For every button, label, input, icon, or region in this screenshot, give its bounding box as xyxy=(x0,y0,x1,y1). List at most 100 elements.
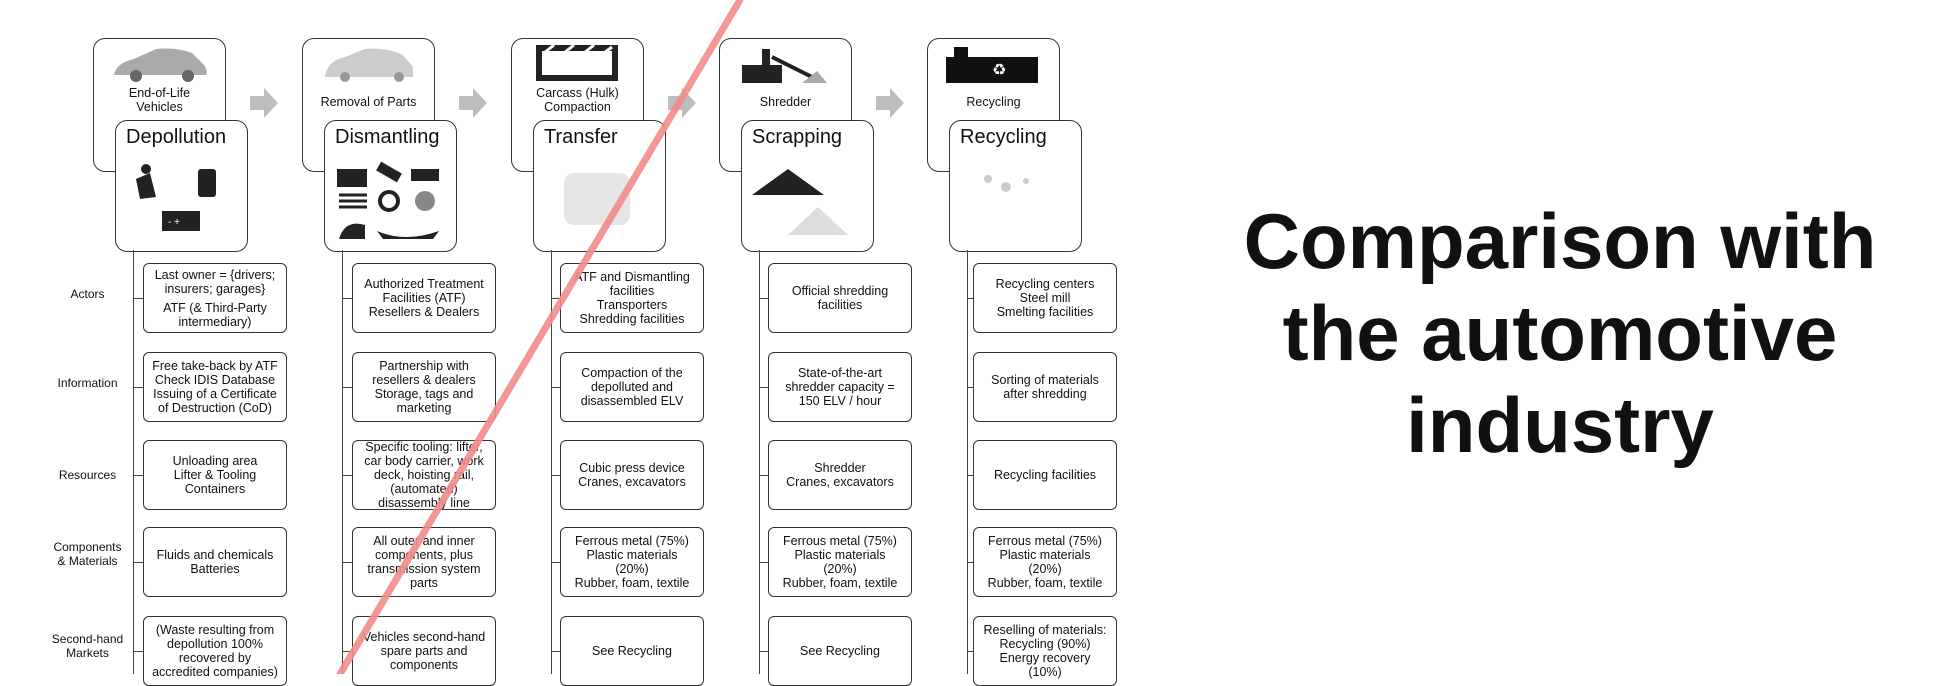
stage-illustration xyxy=(960,159,1070,247)
connector-tick xyxy=(759,651,768,652)
top-label-line: Removal of Parts xyxy=(320,95,417,109)
row-label-line: Components xyxy=(53,540,122,554)
cell-line: Energy recovery xyxy=(999,651,1091,665)
svg-text:- +: - + xyxy=(168,217,180,228)
cell-line: Ferrous metal (75%) xyxy=(575,534,689,548)
cell-line: Cranes, excavators xyxy=(578,475,686,489)
cell-line: Transporters xyxy=(596,298,668,312)
cell-line: components, plus xyxy=(375,548,473,562)
stage-box: Scrapping xyxy=(741,120,874,252)
row-label-line: Information xyxy=(57,376,118,390)
process-top-label: Removal of Parts xyxy=(303,95,434,109)
process-top-label: Shredder xyxy=(720,95,851,109)
flow-arrow xyxy=(459,88,489,118)
cell-line: intermediary) xyxy=(178,314,252,329)
row-label-line: Actors xyxy=(70,287,105,301)
cell-line: deck, hoisting rail, xyxy=(373,468,475,482)
row-label-line: Resources xyxy=(58,468,117,482)
slide-title: Comparison with the automotive industry xyxy=(1205,195,1915,471)
cell-line: Vehicles second-hand xyxy=(362,630,486,644)
stage-illustration xyxy=(752,159,862,247)
row-label: Resources xyxy=(30,468,145,482)
connector-tick xyxy=(967,651,973,652)
cell-line: accredited companies) xyxy=(152,665,278,679)
cell-line: Shredding facilities xyxy=(579,312,685,326)
stage-illustration xyxy=(544,159,654,247)
connector-tick xyxy=(759,562,768,563)
cell-line: See Recycling xyxy=(800,644,880,658)
cell-line: Official shredding xyxy=(791,284,889,298)
press-icon xyxy=(524,43,629,83)
cell-line: Reselling of materials: xyxy=(983,623,1107,637)
cell-line: Recycling facilities xyxy=(993,468,1097,482)
top-label-line: End-of-Life xyxy=(128,86,191,100)
cell-line: disassembled ELV xyxy=(580,394,684,408)
stage-cell: Last owner = {drivers;insurers; garages}… xyxy=(143,263,287,333)
cell-line: Authorized Treatment xyxy=(364,277,484,291)
cell-line: shredder capacity = xyxy=(785,380,895,394)
stage-box: Transfer xyxy=(533,120,666,252)
stage-title: Transfer xyxy=(544,126,618,148)
connector-tick xyxy=(342,651,352,652)
row-label: Information xyxy=(30,376,145,390)
top-label-line: Recycling xyxy=(966,95,1021,109)
connector-tick xyxy=(967,475,973,476)
cell-line: after shredding xyxy=(1003,387,1087,401)
row-label-line: Second-hand xyxy=(51,632,124,646)
stage-title: Recycling xyxy=(960,126,1047,148)
connector-tick xyxy=(133,651,143,652)
cell-line: insurers; garages} xyxy=(164,281,266,296)
shredder-icon xyxy=(732,43,837,83)
cell-line: Rubber, foam, textile xyxy=(782,576,898,590)
connector-tick xyxy=(551,562,560,563)
stage-box: Depollution- + xyxy=(115,120,248,252)
row-label: Actors xyxy=(30,287,145,301)
connector-tick xyxy=(551,298,560,299)
connector-tick xyxy=(759,475,768,476)
cell-line: Check IDIS Database xyxy=(154,373,276,387)
cell-line: (Waste resulting from xyxy=(155,623,275,637)
row-label: Components& Materials xyxy=(30,540,145,568)
stage-cell: Ferrous metal (75%)Plastic materials(20%… xyxy=(973,527,1117,597)
cell-line: depollution 100% xyxy=(167,637,263,651)
cell-line: marketing xyxy=(396,401,452,415)
cell-line: ATF (& Third-Party xyxy=(163,300,267,315)
cell-line: Containers xyxy=(184,482,246,496)
stage-cell: See Recycling xyxy=(768,616,912,686)
top-label-line: Vehicles xyxy=(136,100,183,114)
stage-title: Scrapping xyxy=(752,126,843,148)
cell-line: (20%) xyxy=(615,562,649,576)
connector-tick xyxy=(133,298,143,299)
process-top-label: Recycling xyxy=(928,95,1059,109)
top-label-line: Compaction xyxy=(544,100,611,114)
cell-line: Recycling (90%) xyxy=(999,637,1091,651)
cell-line: Issuing of a Certificate xyxy=(153,387,277,401)
cell-line: Shredder xyxy=(814,461,866,475)
stage-title: Dismantling xyxy=(335,126,440,148)
row-label-line: & Materials xyxy=(57,554,118,568)
connector-tick xyxy=(967,298,973,299)
connector-line xyxy=(342,250,343,674)
cell-line: Rubber, foam, textile xyxy=(574,576,690,590)
connector-tick xyxy=(342,387,352,388)
cell-line: Storage, tags and xyxy=(374,387,474,401)
cell-line: Smelting facilities xyxy=(996,305,1094,319)
stage-box: Recycling xyxy=(949,120,1082,252)
cell-line: Last owner = {drivers; xyxy=(154,267,276,282)
cell-line: of Destruction (CoD) xyxy=(158,401,272,415)
cell-line: Batteries xyxy=(190,562,240,576)
cell-line: facilities xyxy=(817,298,863,312)
stage-cell: Ferrous metal (75%)Plastic materials(20%… xyxy=(768,527,912,597)
cell-line: Resellers & Dealers xyxy=(368,305,480,319)
connector-tick xyxy=(342,475,352,476)
stage-cell: See Recycling xyxy=(560,616,704,686)
cell-line: Compaction of the xyxy=(581,366,683,380)
